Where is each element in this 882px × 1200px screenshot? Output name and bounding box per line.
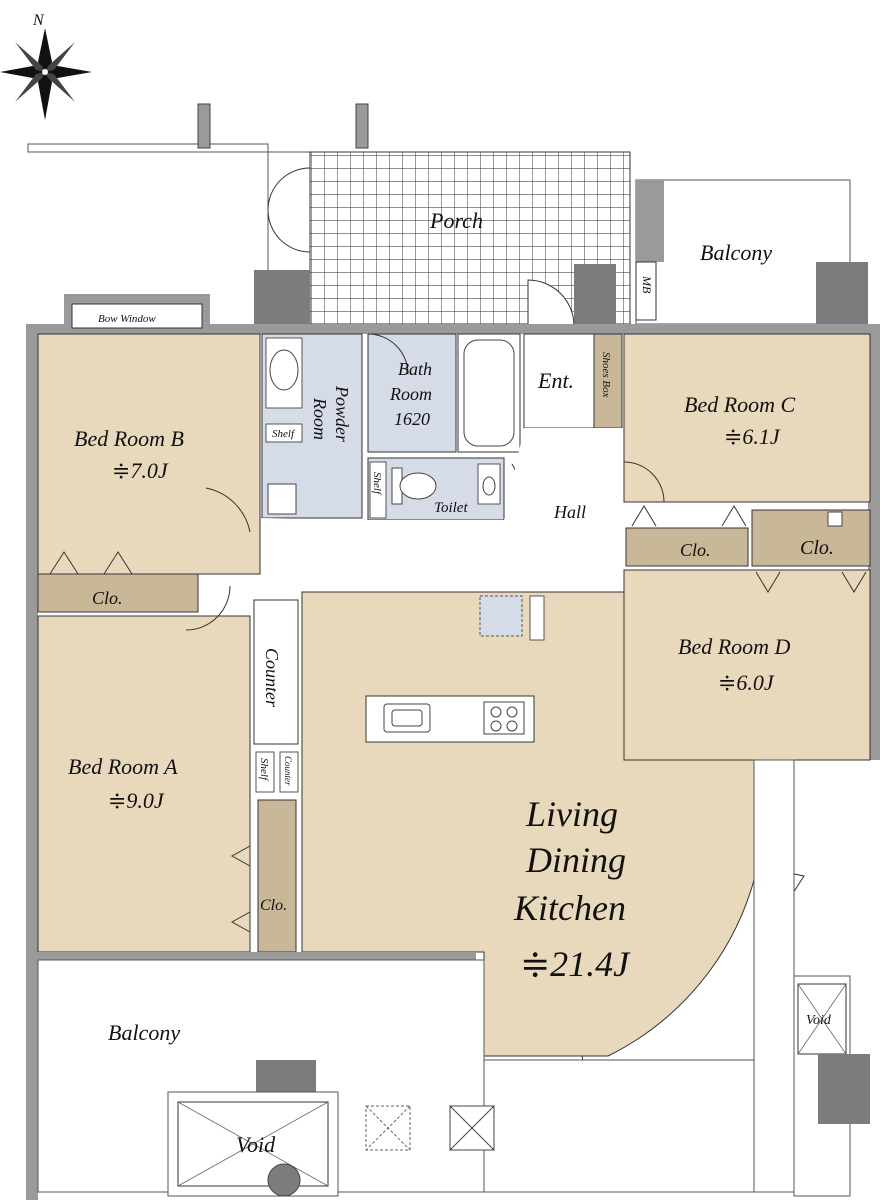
bath-line3: 1620 — [394, 409, 430, 429]
counter-label: Counter — [262, 648, 282, 708]
bath-line2: Room — [389, 384, 432, 404]
bath-room — [367, 333, 457, 453]
hall-label: Hall — [553, 502, 586, 522]
balcony-top — [635, 179, 851, 325]
toilet-shelf-label: Shelf — [371, 472, 383, 496]
porch-label: Porch — [429, 208, 483, 233]
powder-room-line1: Powder — [332, 385, 352, 443]
entrance — [523, 333, 595, 429]
porch-area — [27, 103, 631, 327]
mb-box — [635, 261, 657, 321]
void-right-label: Void — [806, 1013, 832, 1028]
balcony-bottom-label: Balcony — [108, 1020, 180, 1045]
compass-north-label: N — [32, 12, 45, 29]
bow-window — [71, 303, 203, 329]
bedroom-b-name: Bed Room B — [74, 426, 184, 451]
ldk-size: ≑21.4J — [520, 944, 631, 984]
mb-label: MB — [640, 275, 654, 294]
bedroom-c — [623, 333, 871, 503]
bedroom-d — [623, 569, 871, 761]
bedroom-d-size: ≑6.0J — [718, 670, 775, 695]
toilet-label: Toilet — [434, 500, 468, 516]
shelf-a-label: Shelf — [258, 758, 270, 782]
closet-a-label: Clo. — [260, 897, 287, 914]
powder-shelf-label: Shelf — [272, 428, 296, 440]
bedroom-c-size: ≑6.1J — [724, 424, 781, 449]
shoes-box-label: Shoes Box — [600, 352, 612, 398]
counter-small-label: Counter — [283, 756, 293, 786]
compass-rose-icon — [0, 28, 92, 120]
bedroom-b-size: ≑7.0J — [112, 458, 169, 483]
shoes-box — [593, 333, 623, 429]
bow-window-label: Bow Window — [98, 313, 156, 325]
powder-room-line2: Room — [310, 397, 330, 440]
bedroom-d-name: Bed Room D — [678, 634, 791, 659]
bedroom-c-name: Bed Room C — [684, 392, 796, 417]
bath-line1: Bath — [398, 359, 432, 379]
cooktop-icon — [483, 701, 525, 735]
bedroom-b — [37, 333, 261, 575]
ldk-line1: Living — [525, 794, 618, 834]
ldk-line2: Dining — [525, 840, 626, 880]
closet-c2-label: Clo. — [800, 537, 834, 559]
bedroom-a — [37, 615, 251, 953]
bedroom-a-name: Bed Room A — [68, 754, 178, 779]
void-left-label: Void — [236, 1132, 276, 1157]
entrance-label: Ent. — [537, 368, 574, 393]
closet-b-label: Clo. — [92, 588, 123, 608]
balcony-top-label: Balcony — [700, 240, 772, 265]
hall — [262, 428, 624, 586]
bedroom-a-size: ≑9.0J — [108, 788, 165, 813]
ldk-line3: Kitchen — [513, 888, 626, 928]
closet-c1-label: Clo. — [680, 540, 711, 560]
